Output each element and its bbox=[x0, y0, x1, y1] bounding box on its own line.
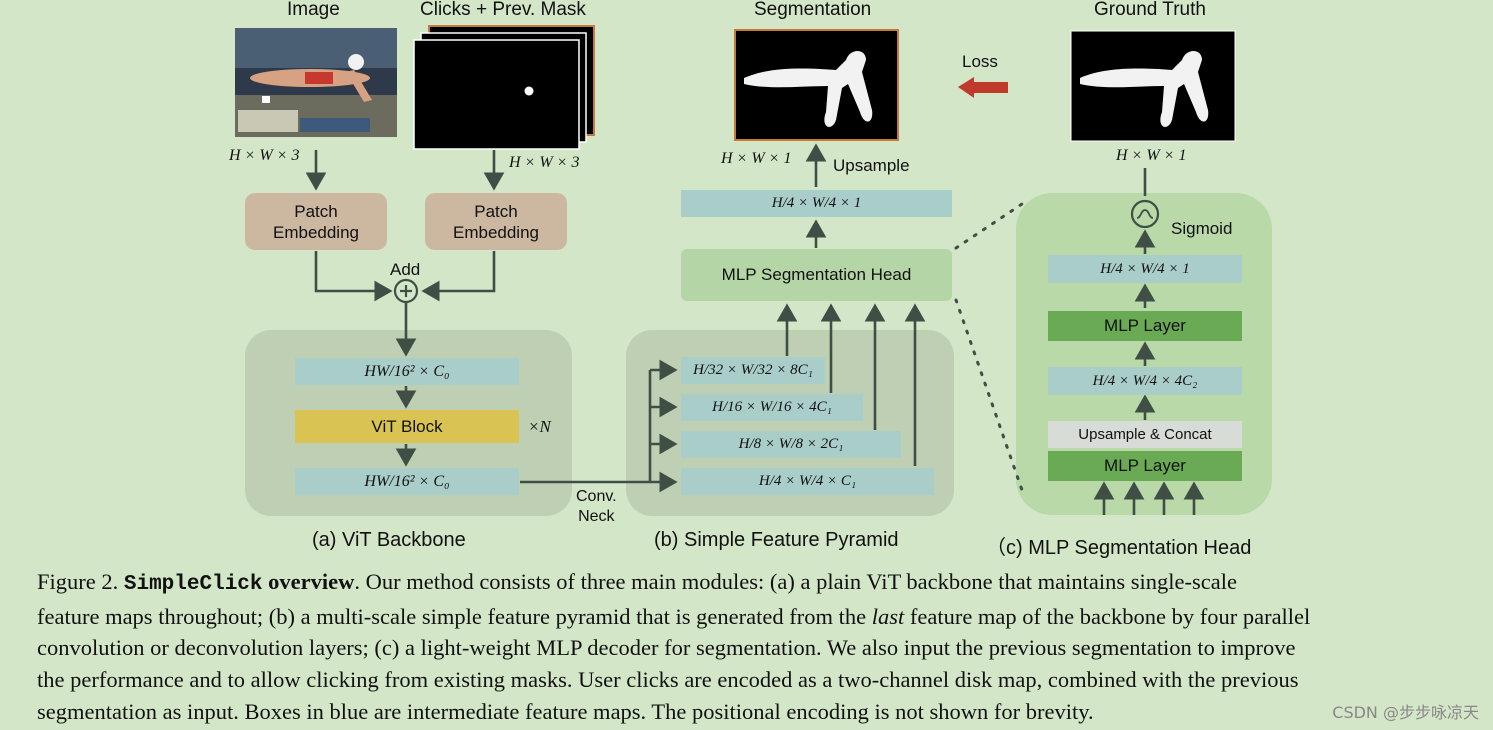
caption-line-3: convolution or deconvolution layers; (c)… bbox=[37, 635, 1296, 661]
caption-line-2: feature maps throughout; (b) a multi-sca… bbox=[37, 603, 1311, 629]
sigmoid-label: Sigmoid bbox=[1171, 219, 1233, 238]
backbone-title: (a) ViT Backbone bbox=[312, 529, 466, 551]
conv-neck-label: Conv. Neck bbox=[576, 488, 617, 525]
mlp-segmentation-head: MLP Segmentation Head bbox=[681, 249, 952, 301]
caption-line-5: segmentation as input. Boxes in blue are… bbox=[37, 698, 1094, 724]
watermark: CSDN @步步咏凉天 bbox=[1332, 703, 1479, 722]
seg-dim-label: H × W × 1 bbox=[721, 150, 792, 167]
patch-embedding-left: Patch Embedding bbox=[245, 193, 387, 250]
pyramid-level-32: H/32 × W/32 × 8C₁ bbox=[681, 357, 825, 384]
clicks-title: Clicks + Prev. Mask bbox=[420, 0, 586, 20]
patch-embedding-right: Patch Embedding bbox=[425, 193, 567, 250]
ground-truth-title: Ground Truth bbox=[1094, 0, 1206, 20]
head-output-dim: H/4 × W/4 × 1 bbox=[681, 190, 952, 217]
detail-output-dim: H/4 × W/4 × 1 bbox=[1048, 255, 1242, 283]
detail-mid-dim: H/4 × W/4 × 4C₂ bbox=[1048, 367, 1242, 395]
clicks-dim-label: H × W × 3 bbox=[509, 154, 580, 171]
repeat-label: ×N bbox=[528, 417, 551, 436]
vit-block: ViT Block bbox=[295, 410, 519, 443]
mlp-layer-top: MLP Layer bbox=[1048, 311, 1242, 341]
pyramid-level-8: H/8 × W/8 × 2C₁ bbox=[681, 431, 901, 458]
caption-line-1: Figure 2. SimpleClick overview. Our meth… bbox=[37, 569, 1237, 596]
mlp-layer-bottom: MLP Layer bbox=[1048, 451, 1242, 481]
loss-arrow-icon bbox=[958, 77, 1008, 98]
caption-line-4: the performance and to allow clicking fr… bbox=[37, 667, 1299, 693]
image-title: Image bbox=[287, 0, 340, 20]
add-label: Add bbox=[390, 260, 421, 279]
backbone-input-dim: HW/16² × C₀ bbox=[295, 358, 519, 385]
upsample-concat: Upsample & Concat bbox=[1048, 421, 1242, 448]
pyramid-title: (b) Simple Feature Pyramid bbox=[654, 529, 899, 551]
gt-dim-label: H × W × 1 bbox=[1116, 147, 1187, 164]
figure-caption: Figure 2. SimpleClick overview. Our meth… bbox=[37, 566, 1473, 728]
image-dim-label: H × W × 3 bbox=[229, 147, 300, 164]
segmentation-title: Segmentation bbox=[754, 0, 872, 20]
loss-label: Loss bbox=[962, 52, 998, 71]
upsample-label: Upsample bbox=[833, 156, 910, 175]
pyramid-level-4: H/4 × W/4 × C₁ bbox=[681, 468, 934, 495]
pyramid-level-16: H/16 × W/16 × 4C₁ bbox=[681, 394, 863, 421]
detail-title: （c) MLP Segmentation Head bbox=[986, 537, 1252, 559]
backbone-output-dim: HW/16² × C₀ bbox=[295, 468, 519, 495]
